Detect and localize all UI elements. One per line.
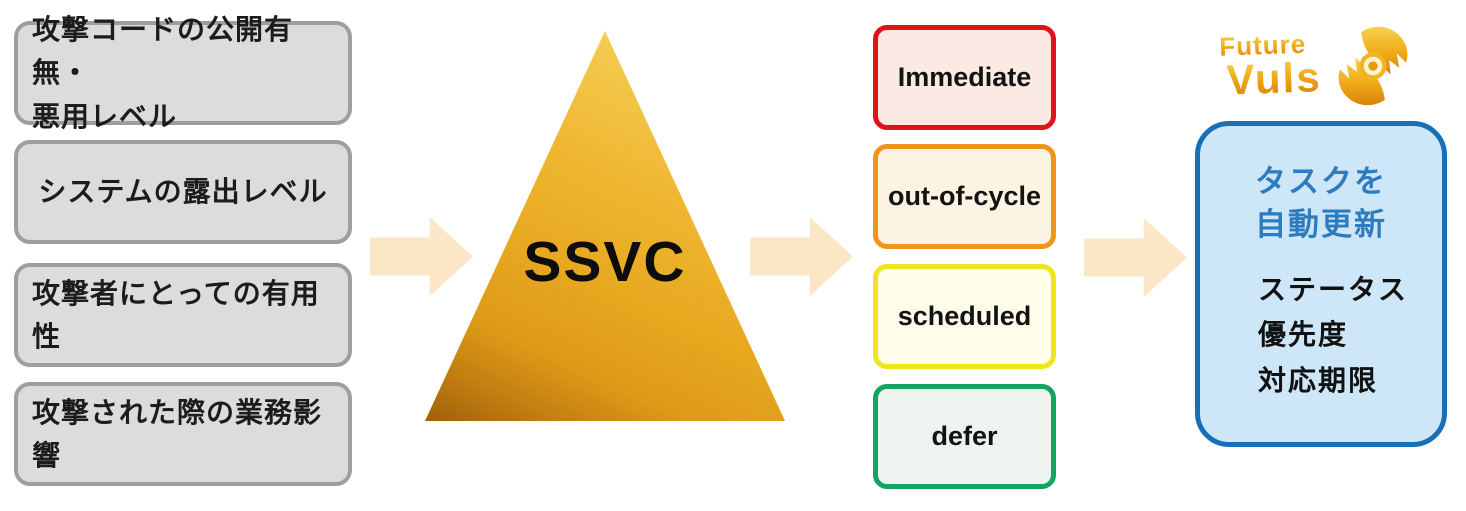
priority-label: Immediate <box>897 62 1032 92</box>
priority-label: scheduled <box>897 301 1032 331</box>
priority-label: out-of-cycle <box>887 181 1041 211</box>
priority-box-out-of-cycle: out-of-cycle <box>873 144 1056 249</box>
priority-label: defer <box>931 421 998 451</box>
task-attribute-deadline: 対応期限 <box>1258 364 1379 396</box>
input-box-business-impact: 攻撃された際の業務影響 <box>14 382 352 486</box>
input-box-system-exposure: システムの露出レベル <box>14 140 352 244</box>
futurevuls-logo: Future Vuls <box>1216 20 1456 112</box>
futurevuls-logo-text: Future Vuls <box>1215 28 1323 105</box>
ssvc-triangle: SSVC <box>425 31 785 421</box>
input-box-attacker-utility: 攻撃者にとっての有用性 <box>14 263 352 367</box>
priority-box-defer: defer <box>873 384 1056 489</box>
input-box-label: 攻撃コードの公開有無・ 悪用レベル <box>32 13 294 132</box>
triangle-shape <box>425 31 785 421</box>
task-update-heading: タスクを 自動更新 <box>1255 164 1387 243</box>
task-attribute-priority: 優先度 <box>1258 319 1349 351</box>
input-box-label: システムの露出レベル <box>38 176 328 208</box>
input-box-label: 攻撃された際の業務影響 <box>32 396 323 471</box>
output-box-task-update: タスクを 自動更新 ステータス 優先度 対応期限 <box>1195 121 1447 447</box>
task-attribute-list: ステータス 優先度 対応期限 <box>1258 267 1442 403</box>
logo-word-vuls: Vuls <box>1225 52 1323 103</box>
input-box-label: 攻撃者にとっての有用性 <box>32 277 320 352</box>
futurevuls-eye-icon <box>1338 26 1408 106</box>
priority-box-immediate: Immediate <box>873 25 1056 130</box>
input-box-exploit-code: 攻撃コードの公開有無・ 悪用レベル <box>14 14 352 132</box>
flow-arrow-priorities-to-output <box>1084 218 1187 297</box>
task-attribute-status: ステータス <box>1258 273 1409 305</box>
ssvc-label: SSVC <box>523 230 687 294</box>
priority-box-scheduled: scheduled <box>873 264 1056 369</box>
